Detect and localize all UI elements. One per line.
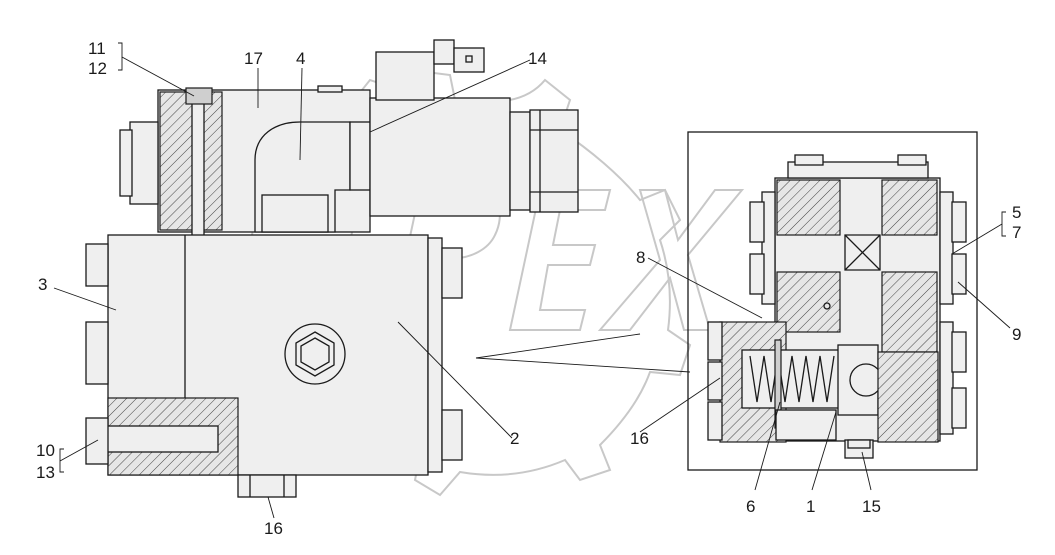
leader-lines	[53, 42, 1011, 519]
section-frame	[687, 131, 978, 471]
callout-14: 14	[528, 49, 547, 68]
callout-10: 10	[36, 441, 55, 460]
right-section-view	[687, 131, 978, 471]
spring	[749, 355, 835, 403]
callout-2: 2	[510, 429, 519, 448]
left-valve-view	[85, 39, 579, 498]
callout-12: 12	[88, 59, 107, 78]
callout-1: 1	[806, 497, 815, 516]
callout-15: 15	[862, 497, 881, 516]
check-ball	[849, 363, 883, 397]
callout-6: 6	[746, 497, 755, 516]
bottom-plug	[237, 474, 297, 498]
callout-3: 3	[38, 275, 47, 294]
callout-4: 4	[296, 49, 305, 68]
callout-labels: 11 12 17 4 14 3 10 13 16 2 8 16 6 1 15 5…	[36, 39, 1021, 538]
dowel-pin	[101, 425, 219, 453]
callout-13: 13	[36, 463, 55, 482]
callout-9: 9	[1012, 325, 1021, 344]
callout-16-right: 16	[630, 429, 649, 448]
hex-plug	[284, 323, 346, 385]
callout-17: 17	[244, 49, 263, 68]
callout-8: 8	[636, 248, 645, 267]
callout-11: 11	[88, 39, 106, 58]
callout-16-left: 16	[264, 519, 283, 538]
upper-housing-section	[159, 91, 223, 231]
callout-7: 7	[1012, 223, 1021, 242]
solenoid-body	[369, 97, 511, 217]
through-bolt	[191, 99, 205, 249]
electrical-connector	[375, 51, 435, 101]
solenoid-nut	[529, 109, 579, 213]
callout-5: 5	[1012, 203, 1021, 222]
